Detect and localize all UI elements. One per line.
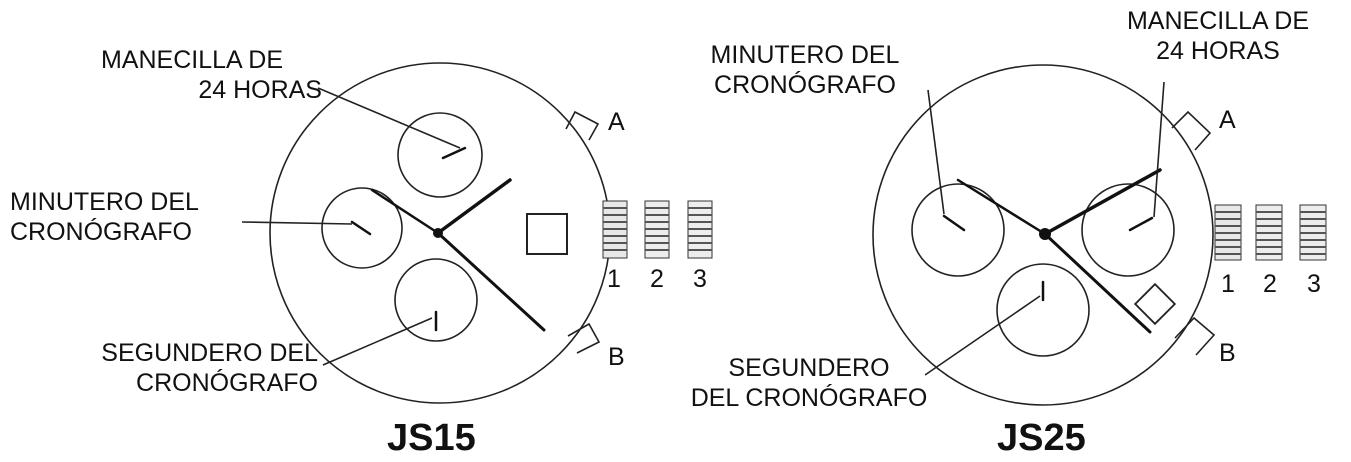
subdial-minute-js25 <box>911 183 1005 277</box>
watch-case-js25 <box>872 64 1214 406</box>
label-second-js25-line1: SEGUNDERO <box>728 354 890 382</box>
crown-position-2-js15: 2 <box>650 265 664 293</box>
subdial-24h-js15 <box>397 112 483 198</box>
second-hand-js15 <box>370 188 440 235</box>
label-24h-js15-line2: 24 HORAS <box>198 76 322 104</box>
leader-minute-js15 <box>241 221 353 225</box>
leader-minute-js25 <box>927 89 945 215</box>
crown-position-3-js15: 3 <box>693 265 707 293</box>
subdial-24h-js25 <box>1081 183 1175 277</box>
label-minute-js15-line1: MINUTERO DEL <box>10 188 199 216</box>
subdial-minute-js15 <box>321 187 403 269</box>
pusher-b-js25 <box>1174 316 1216 356</box>
center-pivot-js25 <box>1039 228 1051 240</box>
label-second-js15-line2: CRONÓGRAFO <box>136 369 318 397</box>
subhand-24h-js15 <box>441 146 467 160</box>
pusher-a-label-js15: A <box>608 108 625 136</box>
hour-hand-js25 <box>1043 168 1162 236</box>
label-second-js15-line1: SEGUNDERO DEL <box>101 339 318 367</box>
second-hand-js25 <box>956 178 1047 236</box>
label-minute-js25: MINUTERO DEL CRONÓGRAFO <box>682 40 928 100</box>
label-second-js15: SEGUNDERO DEL CRONÓGRAFO <box>0 338 318 398</box>
subhand-minute-js25 <box>942 214 966 232</box>
crown-position-3-js25: 3 <box>1307 270 1321 298</box>
crown-position-1-js15: 1 <box>607 265 621 293</box>
pusher-a-js15 <box>565 110 600 141</box>
hour-hand-js15 <box>436 178 512 235</box>
model-name-js15: JS15 <box>387 417 476 459</box>
label-minute-js15-line2: CRONÓGRAFO <box>10 218 192 246</box>
leader-24h-js15 <box>317 87 461 149</box>
date-window-js15 <box>526 213 568 255</box>
label-24h-js25-line1: MANECILLA DE <box>1126 7 1309 35</box>
center-pivot-js15 <box>433 228 443 238</box>
model-name-js25: JS25 <box>997 417 1086 459</box>
subhand-minute-js15 <box>350 220 372 236</box>
pusher-a-label-js25: A <box>1219 106 1236 134</box>
label-24h-js15: MANECILLA DE 24 HORAS <box>62 45 322 105</box>
leader-second-js15 <box>322 317 433 366</box>
leader-24h-js25 <box>1153 81 1165 218</box>
crown-stripes-js25 <box>1215 211 1326 255</box>
label-minute-js25-line1: MINUTERO DEL <box>710 41 900 69</box>
subdial-second-js15 <box>394 258 478 342</box>
label-24h-js25-line2: 24 HORAS <box>1156 37 1280 65</box>
label-24h-js15-line1: MANECILLA DE <box>100 46 283 74</box>
pusher-b-label-js25: B <box>1219 339 1236 367</box>
date-window-js25 <box>1133 282 1177 326</box>
pusher-b-js15 <box>567 322 601 354</box>
crown-stripes-js15 <box>603 207 712 251</box>
label-24h-js25: MANECILLA DE 24 HORAS <box>1098 6 1338 66</box>
crown-position-2-js25: 2 <box>1263 270 1277 298</box>
minute-hand-js25 <box>1043 232 1152 334</box>
pusher-b-label-js15: B <box>608 343 625 371</box>
crown-position-1-js25: 1 <box>1221 270 1235 298</box>
subhand-24h-js25 <box>1128 216 1154 232</box>
label-minute-js15: MINUTERO DEL CRONÓGRAFO <box>10 187 199 247</box>
pusher-a-js25 <box>1171 110 1212 151</box>
leader-second-js25 <box>924 295 1041 376</box>
subdial-second-js25 <box>996 263 1090 357</box>
label-minute-js25-line2: CRONÓGRAFO <box>714 71 896 99</box>
minute-hand-js15 <box>436 231 546 332</box>
label-second-js25-line2: DEL CRONÓGRAFO <box>690 384 928 412</box>
label-second-js25: SEGUNDERO DEL CRONÓGRAFO <box>660 353 958 413</box>
